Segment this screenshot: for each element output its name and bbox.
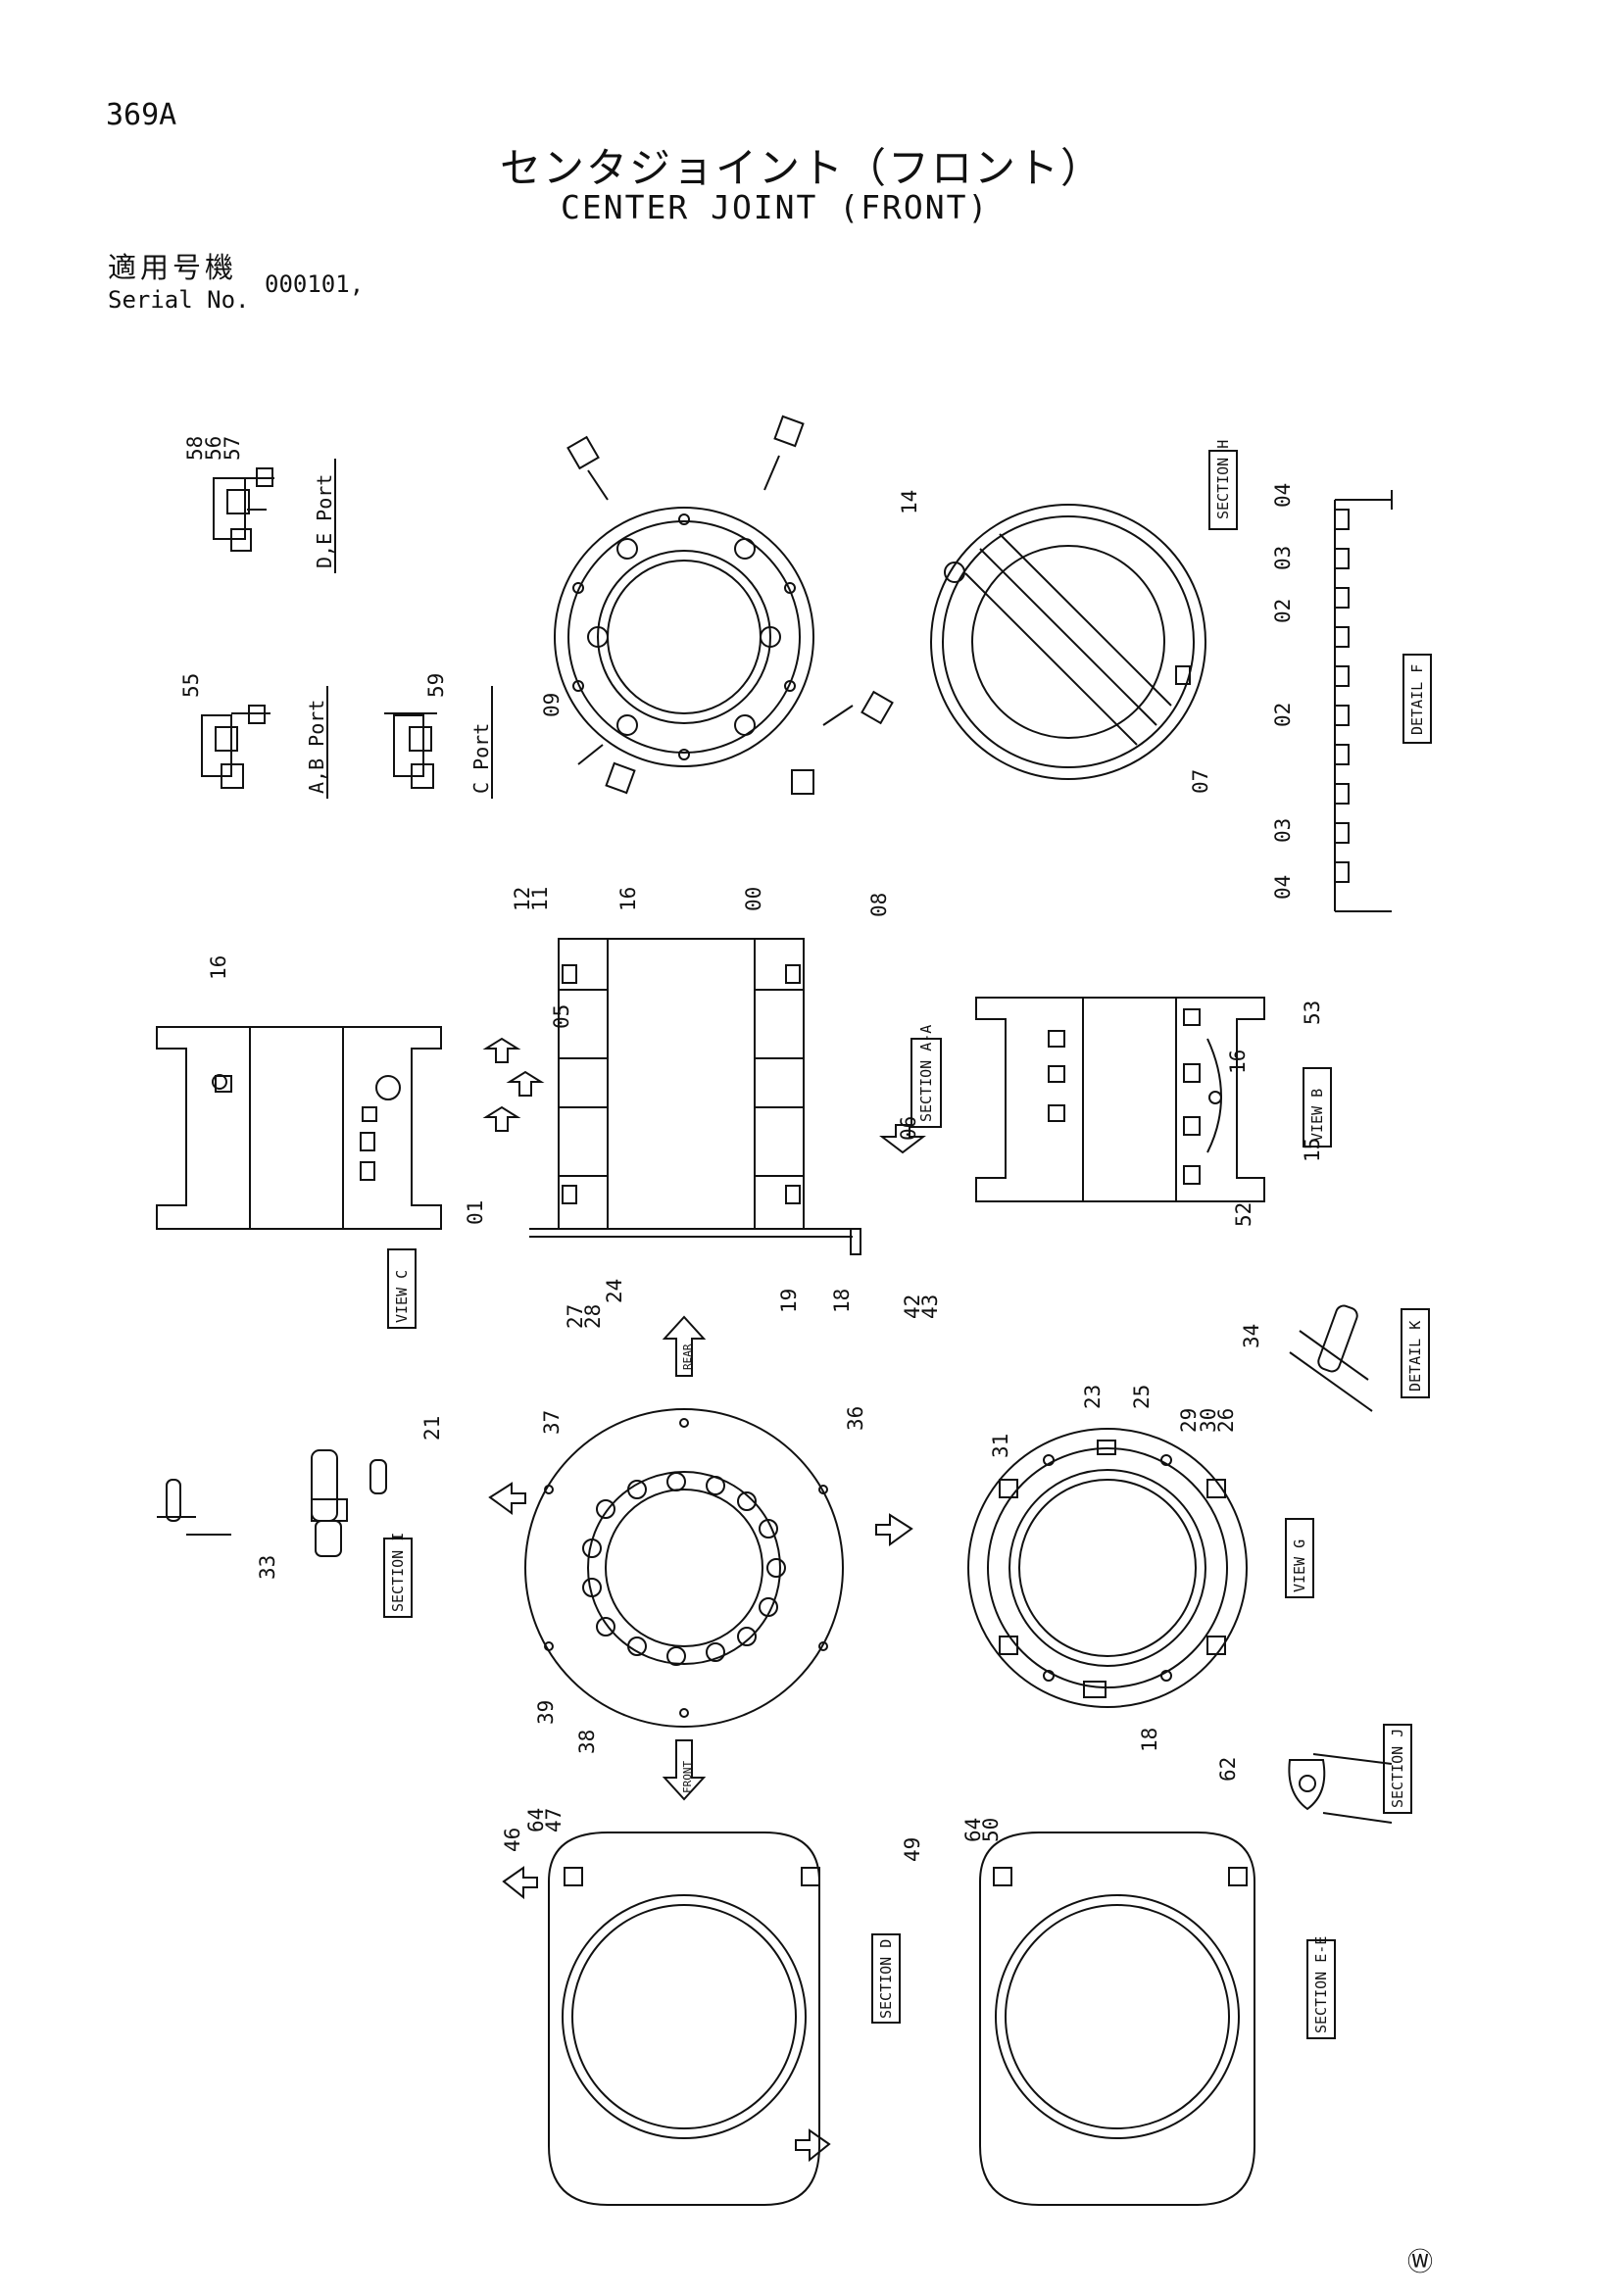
callout-number: 04 [1271, 483, 1295, 508]
section-i: SECTION I [157, 1449, 413, 1618]
de-port-detail: D,E Port [213, 459, 336, 573]
ab-port-label: A,B Port [305, 700, 328, 794]
callout-number: 16 [1226, 1050, 1250, 1074]
top-flange-view [554, 415, 894, 795]
view-b-label: VIEW B [1308, 1089, 1326, 1142]
detail-k: DETAIL K [1289, 1304, 1430, 1412]
callout-number: 57 [221, 436, 244, 461]
callout-number: 27 [564, 1304, 587, 1329]
section-ee: SECTION E-E [979, 1832, 1336, 2206]
view-c: VIEW C [156, 1026, 442, 1329]
serial-label-japanese: 適用号機 [108, 251, 238, 284]
callout-number: 01 [464, 1200, 487, 1225]
callout-number: 15 [1301, 1138, 1324, 1162]
callout-number: 31 [989, 1434, 1012, 1458]
callout-number: 21 [420, 1416, 444, 1441]
footer-mark: Ⓦ [1407, 2248, 1434, 2277]
page-number: 369A [106, 98, 177, 132]
section-h-label: SECTION H [1214, 440, 1232, 519]
title-english: CENTER JOINT (FRONT) [561, 188, 990, 226]
callout-number: 58 [183, 436, 207, 461]
callout-number: 00 [742, 887, 765, 911]
rear-label: REAR [681, 1343, 694, 1370]
callout-number: 08 [867, 893, 891, 917]
c-port-detail: C Port [384, 686, 493, 799]
callout-number: 14 [898, 490, 921, 514]
callout-number: 04 [1271, 875, 1295, 900]
callout-number: 16 [207, 955, 230, 980]
callout-number: 16 [616, 887, 640, 911]
callout-number: 24 [603, 1279, 626, 1303]
detail-f-label: DETAIL F [1408, 664, 1426, 735]
callout-number: 64 [524, 1808, 548, 1832]
callout-number: 42 [901, 1295, 924, 1319]
title-japanese: センタジョイント（フロント） [500, 144, 1105, 192]
callout-number: 02 [1271, 703, 1295, 727]
callout-number: 30 [1197, 1408, 1220, 1433]
de-port-label: D,E Port [313, 474, 336, 568]
c-port-label: C Port [469, 723, 493, 794]
serial-value: 000101, [265, 270, 365, 298]
ab-port-detail: A,B Port [201, 686, 328, 799]
callout-number: 09 [540, 693, 564, 717]
callout-number: 03 [1271, 546, 1295, 570]
callout-number: 29 [1177, 1408, 1201, 1433]
callout-number: 28 [581, 1304, 605, 1329]
callout-number: 12 [511, 887, 534, 911]
view-g: VIEW G [967, 1428, 1314, 1708]
view-c-label: VIEW C [393, 1270, 411, 1323]
detail-f: DETAIL F [1334, 490, 1432, 912]
callout-number: 39 [534, 1700, 558, 1725]
serial-label-english: Serial No. [108, 286, 250, 314]
callout-number: 19 [777, 1289, 801, 1313]
callout-number: 05 [550, 1004, 573, 1029]
callout-number: 37 [540, 1410, 564, 1435]
callout-number: 03 [1271, 818, 1295, 843]
callout-number: 34 [1240, 1324, 1263, 1348]
callout-number: 23 [1081, 1385, 1105, 1409]
section-j-label: SECTION J [1389, 1729, 1406, 1808]
callout-number: 53 [1301, 1001, 1324, 1025]
section-h-view: SECTION H [930, 440, 1238, 780]
bottom-center-flange: REAR FRONT [488, 1315, 913, 1801]
section-ee-label: SECTION E-E [1312, 1936, 1330, 2033]
view-b: VIEW B [975, 997, 1332, 1202]
callout-number: 59 [424, 673, 448, 698]
callout-number: 55 [179, 673, 203, 698]
callout-number: 46 [501, 1828, 524, 1852]
callout-number: 18 [830, 1289, 854, 1313]
callout-number: 18 [1138, 1728, 1161, 1752]
callout-number: 25 [1130, 1385, 1154, 1409]
callout-number: 02 [1271, 599, 1295, 623]
callout-number: 47 [542, 1808, 566, 1832]
view-g-label: VIEW G [1291, 1539, 1308, 1592]
section-aa-label: SECTION A-A [917, 1025, 935, 1122]
section-i-label: SECTION I [389, 1533, 407, 1612]
callout-number: 11 [528, 887, 552, 911]
callout-number: 49 [901, 1837, 924, 1862]
callout-number: 33 [256, 1555, 279, 1580]
callout-number: 50 [979, 1818, 1003, 1842]
callout-number: 62 [1216, 1757, 1240, 1782]
section-aa-assembly: SECTION A-A [482, 938, 942, 1255]
callout-number: 07 [1189, 769, 1212, 794]
section-j: SECTION J [1288, 1724, 1412, 1824]
detail-k-label: DETAIL K [1406, 1321, 1424, 1392]
callout-number: 06 [897, 1116, 920, 1141]
front-label: FRONT [681, 1761, 694, 1793]
section-d: SECTION D [502, 1832, 901, 2206]
section-d-label: SECTION D [877, 1939, 895, 2019]
callout-number: 26 [1214, 1408, 1238, 1433]
callout-number: 64 [961, 1818, 985, 1842]
callout-number: 43 [918, 1295, 942, 1319]
callout-number: 52 [1232, 1202, 1255, 1227]
callout-number: 56 [202, 436, 225, 461]
callout-number: 38 [575, 1730, 599, 1754]
callout-number: 36 [844, 1406, 867, 1431]
